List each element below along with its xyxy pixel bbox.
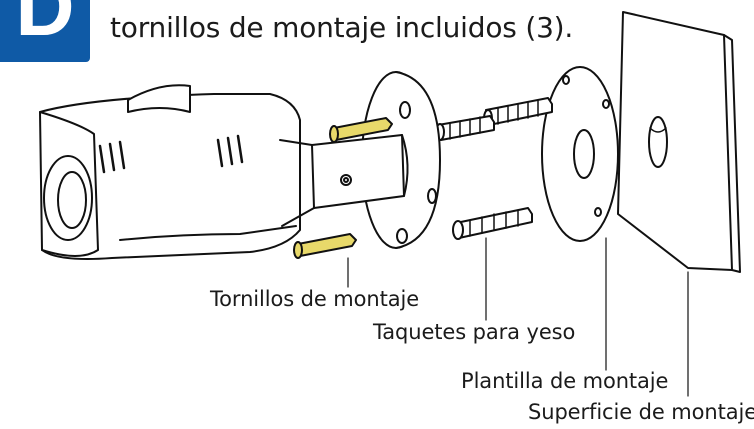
drywall-anchors-illustration — [435, 97, 553, 240]
leader-lines — [347, 237, 689, 397]
step-badge: D — [0, 0, 90, 62]
screw-lower — [293, 233, 357, 259]
label-drywall-anchors: Taquetes para yeso — [373, 320, 576, 344]
anchor-bottom — [452, 207, 533, 240]
mounting-base-illustration — [311, 71, 441, 249]
label-mounting-surface: Superficie de montaje — [528, 400, 754, 424]
screw-upper — [329, 117, 393, 143]
label-mounting-screws: Tornillos de montaje — [210, 287, 420, 311]
anchor-top-left — [435, 115, 495, 141]
mounting-screws-illustration — [293, 117, 393, 259]
camera-illustration — [39, 84, 315, 260]
step-letter: D — [15, 0, 75, 53]
mounting-template-illustration — [541, 66, 619, 242]
instruction-text: tornillos de montaje incluidos (3). — [110, 11, 574, 44]
label-mounting-template: Plantilla de montaje — [461, 369, 669, 393]
mounting-surface-illustration — [617, 11, 741, 273]
